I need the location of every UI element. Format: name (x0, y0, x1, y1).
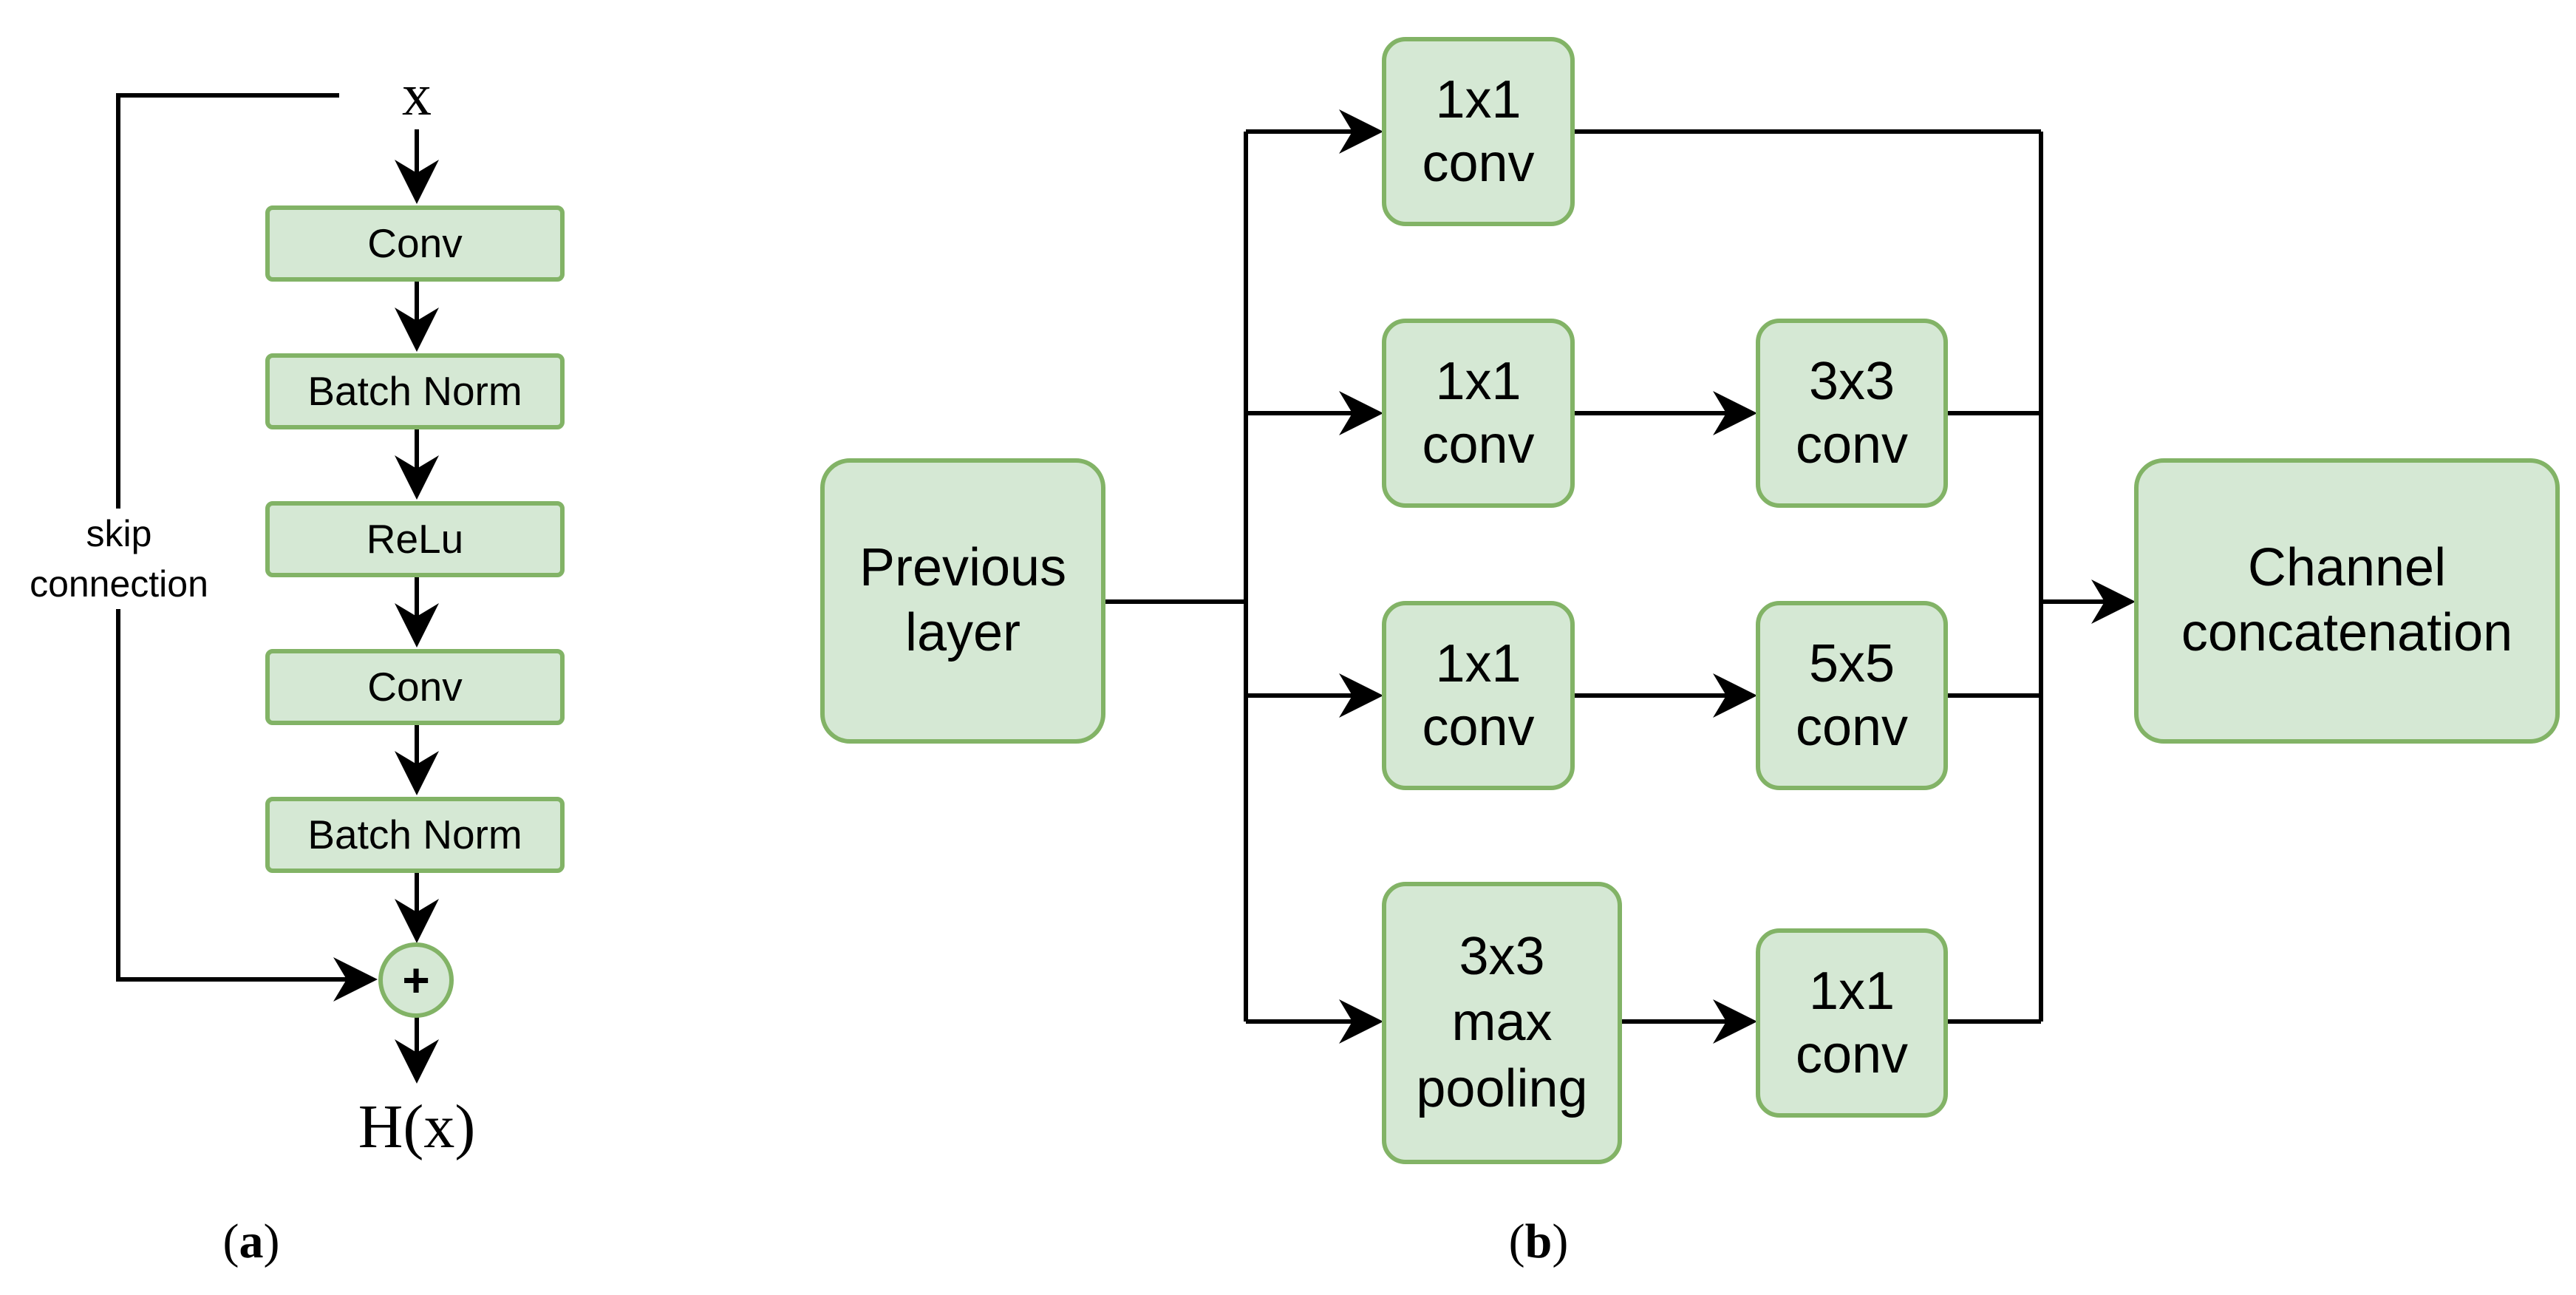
branch1-1x1-conv: 1x1 conv (1382, 37, 1575, 226)
channel-concatenation-block: Channel concatenation (2134, 458, 2560, 744)
conv-block-1: Conv (265, 205, 565, 282)
add-node: + (378, 942, 454, 1018)
caption-b: (b) (1508, 1214, 1569, 1268)
previous-layer-block: Previous layer (820, 458, 1105, 744)
skip-connection-label: skip connection (0, 509, 238, 609)
batch-norm-block-1: Batch Norm (265, 353, 565, 429)
branch2-3x3-conv: 3x3 conv (1756, 319, 1948, 508)
conv-block-2: Conv (265, 649, 565, 725)
caption-a: (a) (222, 1214, 280, 1268)
input-x-label: x (402, 63, 432, 128)
branch2-1x1-conv: 1x1 conv (1382, 319, 1575, 508)
branch4-3x3-max-pooling: 3x3 max pooling (1382, 882, 1622, 1164)
branch3-1x1-conv: 1x1 conv (1382, 601, 1575, 790)
branch3-5x5-conv: 5x5 conv (1756, 601, 1948, 790)
relu-block: ReLu (265, 501, 565, 577)
batch-norm-block-2: Batch Norm (265, 797, 565, 873)
output-hx-label: H(x) (358, 1092, 476, 1161)
branch4-1x1-conv: 1x1 conv (1756, 928, 1948, 1118)
